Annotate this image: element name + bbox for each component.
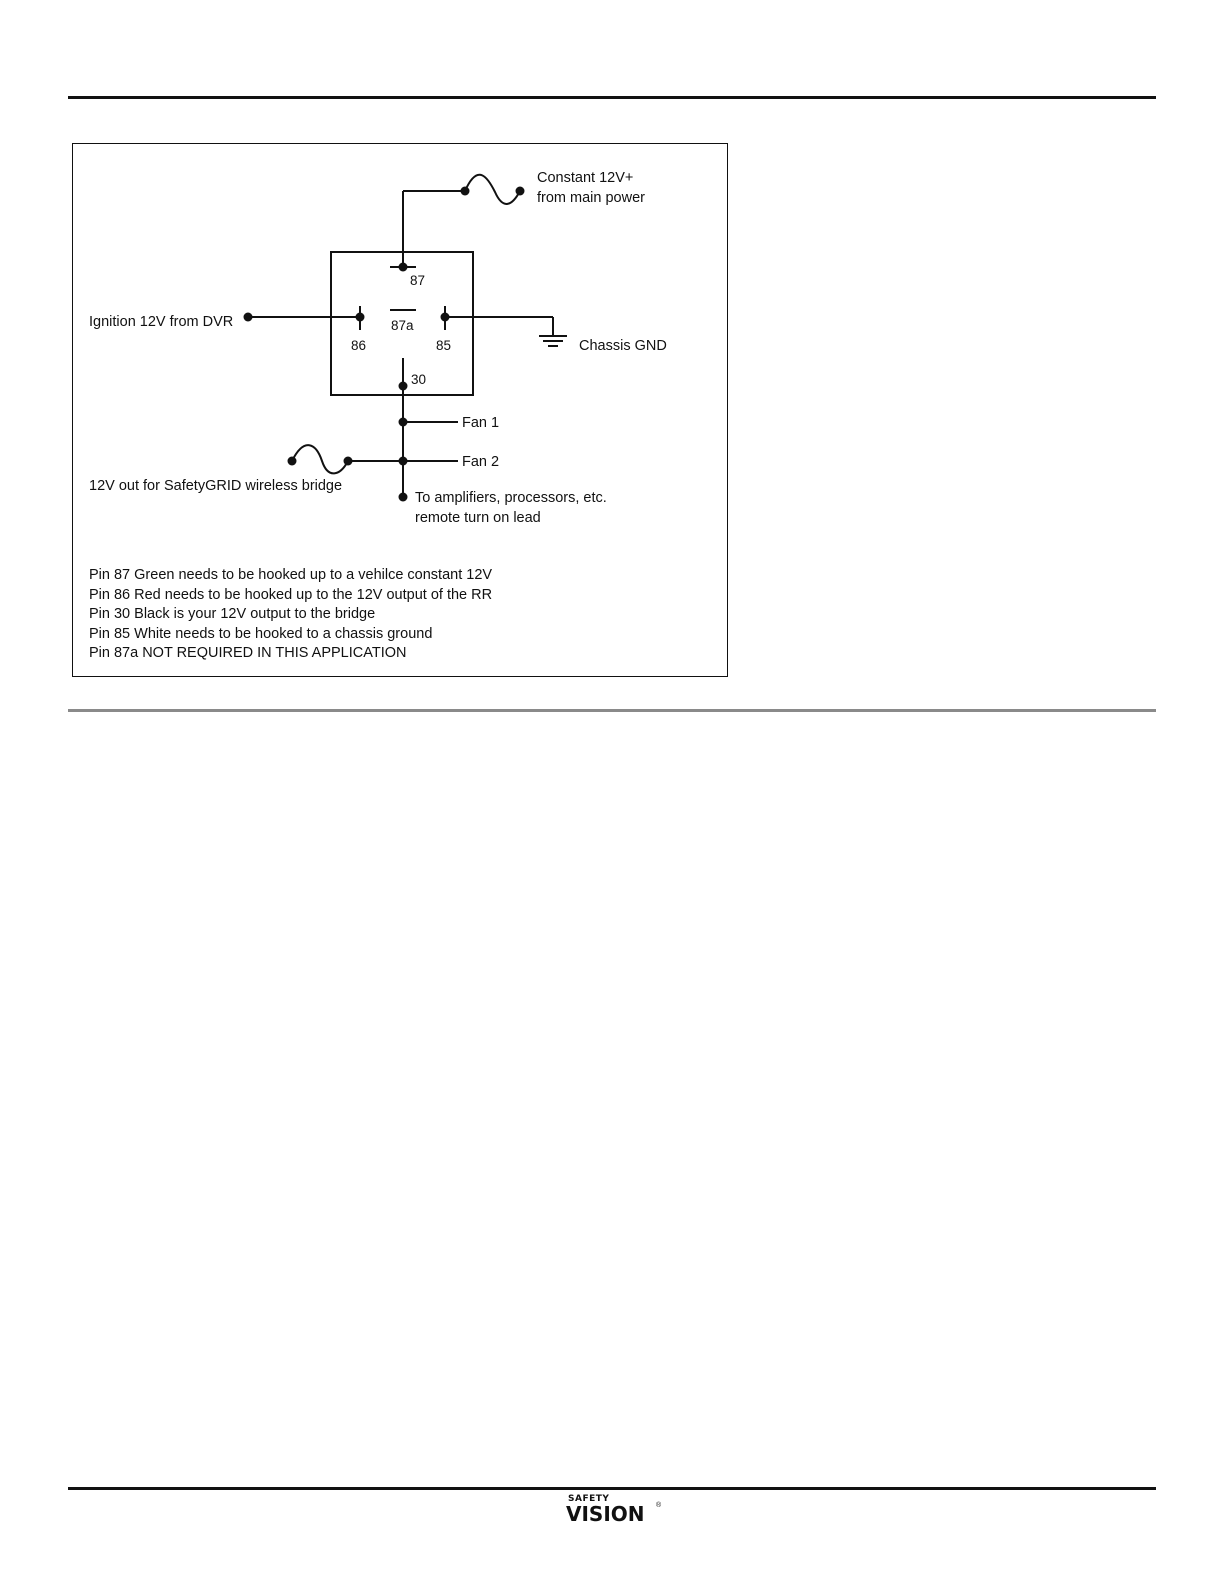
header-rule [68, 96, 1156, 99]
pin-notes: Pin 87 Green needs to be hooked up to a … [89, 566, 492, 664]
diagram-frame [72, 143, 728, 677]
note-pin-30: Pin 30 Black is your 12V output to the b… [89, 606, 376, 622]
note-pin-86: Pin 86 Red needs to be hooked up to the … [89, 586, 493, 603]
logo-top-text: SAFETY [568, 1494, 610, 1504]
fan1-label: Fan 1 [462, 415, 499, 431]
relay-wiring-diagram: Constant 12V+ from main power Ignition 1… [89, 170, 667, 526]
amplifiers-label-2: remote turn on lead [415, 510, 541, 526]
chassis-gnd-label: Chassis GND [579, 338, 667, 354]
fan2-label: Fan 2 [462, 454, 499, 470]
logo-main-text: VISION [566, 1502, 645, 1526]
pin-86-label: 86 [351, 338, 366, 353]
footer-rule [68, 1487, 1156, 1490]
bridge-label: 12V out for SafetyGRID wireless bridge [89, 478, 342, 494]
constant-label-2: from main power [537, 190, 645, 206]
note-pin-87: Pin 87 Green needs to be hooked up to a … [89, 567, 493, 583]
pin-87a-label: 87a [391, 318, 414, 333]
fuse-top [464, 173, 521, 205]
fuse-bridge [291, 444, 349, 475]
safety-vision-logo: SAFETY VISION ® [562, 1494, 672, 1528]
pin-30-label: 30 [411, 372, 426, 387]
ignition-label: Ignition 12V from DVR [89, 314, 233, 330]
registered-mark: ® [656, 1502, 662, 1509]
amplifiers-label-1: To amplifiers, processors, etc. [415, 490, 607, 506]
note-pin-85: Pin 85 White needs to be hooked to a cha… [89, 625, 433, 642]
section-divider [68, 709, 1156, 712]
note-pin-87a: Pin 87a NOT REQUIRED IN THIS APPLICATION [89, 645, 407, 661]
pin-85-label: 85 [436, 338, 451, 353]
pin-87-label: 87 [410, 273, 425, 288]
constant-label-1: Constant 12V+ [537, 170, 633, 186]
